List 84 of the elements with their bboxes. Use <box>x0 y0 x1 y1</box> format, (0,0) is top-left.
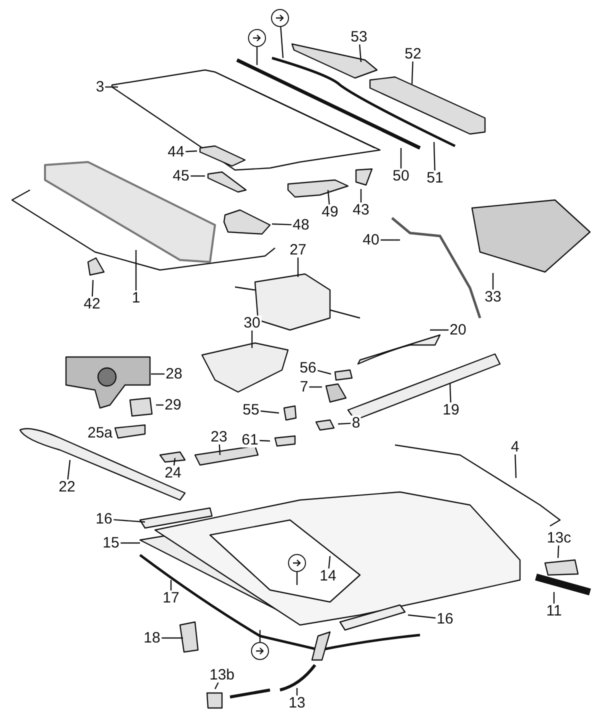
leader-line <box>328 556 331 569</box>
callout-number: 20 <box>448 322 468 338</box>
leader-line <box>433 142 436 171</box>
leader-line <box>317 370 332 375</box>
circled-symbol-icon <box>251 642 269 660</box>
leader-line <box>557 545 560 558</box>
leader-line <box>256 47 258 65</box>
leader-line <box>190 175 205 177</box>
leader-line <box>280 26 284 58</box>
callout-number: 29 <box>164 398 182 412</box>
callout-number: 40 <box>362 232 380 248</box>
leader-line <box>120 542 140 544</box>
leader-line <box>449 382 452 403</box>
leader-line <box>113 519 146 523</box>
callout-number: 7 <box>298 380 310 394</box>
callout-number: 19 <box>442 402 460 418</box>
leader-line <box>380 239 400 241</box>
callout-number: 18 <box>142 630 162 646</box>
leader-line <box>492 273 494 290</box>
leader-line <box>67 460 71 480</box>
callout-number: 43 <box>352 202 370 218</box>
circled-symbol-icon <box>271 9 289 27</box>
callout-number: 30 <box>242 316 262 330</box>
leader-line <box>327 190 330 205</box>
callout-number: 61 <box>240 432 260 448</box>
callout-number: 52 <box>404 46 422 62</box>
callout-number: 25a <box>86 426 114 440</box>
callout-number: 27 <box>288 242 308 258</box>
callout-number: 22 <box>58 480 76 494</box>
callout-number: 28 <box>164 366 184 382</box>
leader-line <box>151 373 165 375</box>
callout-number: 42 <box>82 296 102 312</box>
callout-number: 3 <box>94 80 106 94</box>
circled-symbol-icon <box>248 29 266 47</box>
callout-number: 33 <box>484 290 502 304</box>
callout-number: 56 <box>298 360 318 376</box>
leader-line <box>338 422 351 425</box>
leader-line <box>297 258 299 277</box>
callout-number: 13 <box>288 696 306 710</box>
leader-line <box>408 614 436 619</box>
callout-number: 8 <box>350 416 362 430</box>
callout-number: 45 <box>172 168 190 184</box>
callout-number: 53 <box>350 30 368 44</box>
leader-line <box>272 223 292 226</box>
leader-line <box>251 330 253 348</box>
callout-number: 49 <box>320 204 340 220</box>
leader-line <box>214 682 219 690</box>
callout-number: 24 <box>164 466 182 480</box>
leader-line <box>359 44 362 62</box>
leader-line <box>400 148 402 168</box>
leader-line <box>553 592 555 604</box>
leader-line <box>161 637 183 639</box>
callout-number: 4 <box>510 440 520 454</box>
leader-line <box>259 630 261 642</box>
leader-line <box>185 150 198 152</box>
leader-line <box>259 440 270 442</box>
leader-line <box>92 280 94 297</box>
leader-line <box>411 61 414 84</box>
leader-line <box>360 189 362 202</box>
leader-line <box>105 86 118 88</box>
callout-number: 16 <box>94 512 114 526</box>
callout-number: 13c <box>546 530 572 546</box>
leader-line <box>135 250 137 290</box>
callout-number: 13b <box>208 668 236 682</box>
leader-line <box>309 386 322 388</box>
callout-number: 44 <box>166 144 186 160</box>
callout-number: 15 <box>102 536 120 550</box>
leader-line <box>430 329 449 331</box>
callout-number: 55 <box>242 402 260 418</box>
callout-number: 14 <box>318 568 338 584</box>
callout-number: 23 <box>210 430 228 444</box>
leader-line <box>173 458 176 466</box>
callout-number: 17 <box>162 590 180 606</box>
leader-line <box>218 444 221 456</box>
leader-line <box>260 410 280 414</box>
callout-number: 16 <box>436 612 454 626</box>
callout-number: 48 <box>292 218 310 232</box>
callout-number: 1 <box>130 290 142 306</box>
callout-number: 50 <box>392 168 410 184</box>
leader-line <box>170 580 172 590</box>
callout-number: 11 <box>545 604 563 618</box>
leader-line <box>296 572 298 585</box>
leader-line <box>514 454 517 478</box>
callout-number: 51 <box>426 170 444 186</box>
